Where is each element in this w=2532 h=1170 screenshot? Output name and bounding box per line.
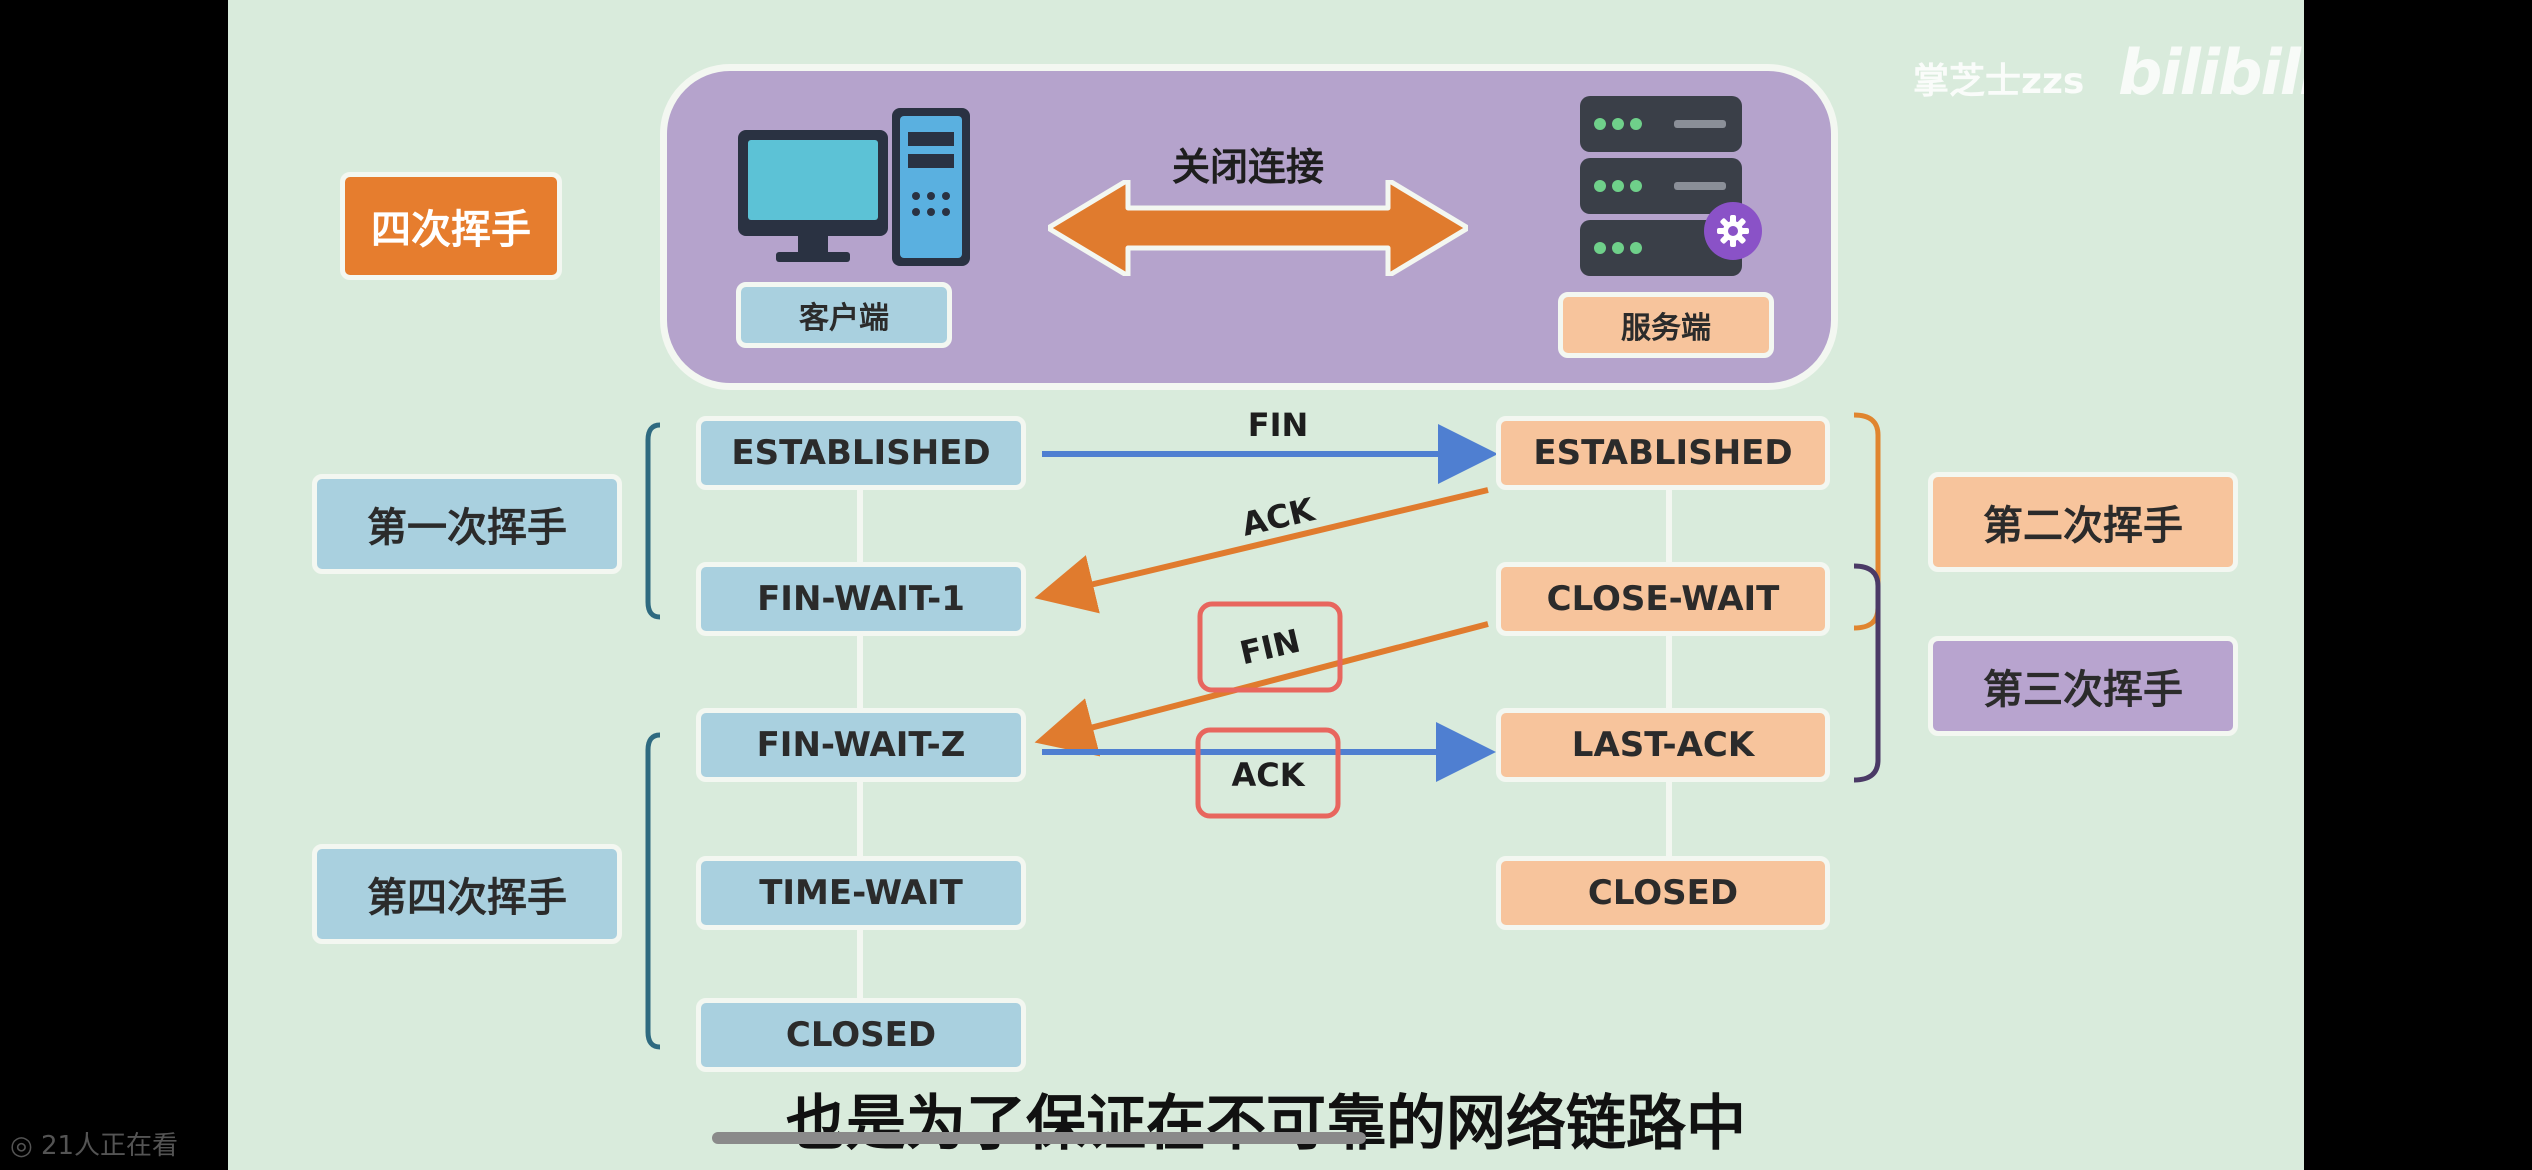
timeline-lines [645, 412, 1881, 1050]
author-watermark: 掌芝士zzs [1913, 61, 2085, 102]
server-label: 服务端 [1558, 292, 1774, 358]
fin-label-1: FIN [1247, 406, 1309, 444]
video-progress-bar[interactable] [712, 1132, 1366, 1144]
server-state-closed: CLOSED [1496, 856, 1830, 930]
title-badge: 四次挥手 [340, 172, 562, 280]
client-state-established: ESTABLISHED [696, 416, 1026, 490]
third-wave-label: 第三次挥手 [1928, 636, 2238, 736]
ack-arrow-1 [1034, 487, 1489, 614]
server-state-established: ESTABLISHED [1496, 416, 1830, 490]
server-state-close-wait: CLOSE-WAIT [1496, 562, 1830, 636]
double-arrow-icon [1048, 180, 1468, 276]
second-wave-label: 第二次挥手 [1928, 472, 2238, 572]
client-state-time-wait: TIME-WAIT [696, 856, 1026, 930]
client-label: 客户端 [736, 282, 952, 348]
viewer-icon: ◎ [10, 1131, 41, 1161]
client-state-closed: CLOSED [696, 998, 1026, 1072]
client-state-fin-wait-2: FIN-WAIT-Z [696, 708, 1026, 782]
ack-label-2: ACK [1231, 756, 1305, 794]
server-state-last-ack: LAST-ACK [1496, 708, 1830, 782]
desktop-computer-icon [738, 108, 970, 266]
fin-arrow-2 [1034, 621, 1489, 757]
first-wave-label: 第一次挥手 [312, 474, 622, 574]
bilibili-logo: bilibili [2118, 36, 2304, 109]
server-rack-icon [1580, 96, 1742, 276]
client-state-fin-wait-1: FIN-WAIT-1 [696, 562, 1026, 636]
gear-icon [1704, 202, 1762, 260]
connection-label: 关闭连接 [1171, 145, 1324, 189]
viewer-count: ◎ 21人正在看 [10, 1131, 179, 1161]
subtitle-caption: 也是为了保证在不可靠的网络链路中 [786, 1089, 1746, 1159]
fourth-wave-label: 第四次挥手 [312, 844, 622, 944]
diagram-stage: 四次挥手 客户端 服务端 关闭 [228, 0, 2304, 1170]
